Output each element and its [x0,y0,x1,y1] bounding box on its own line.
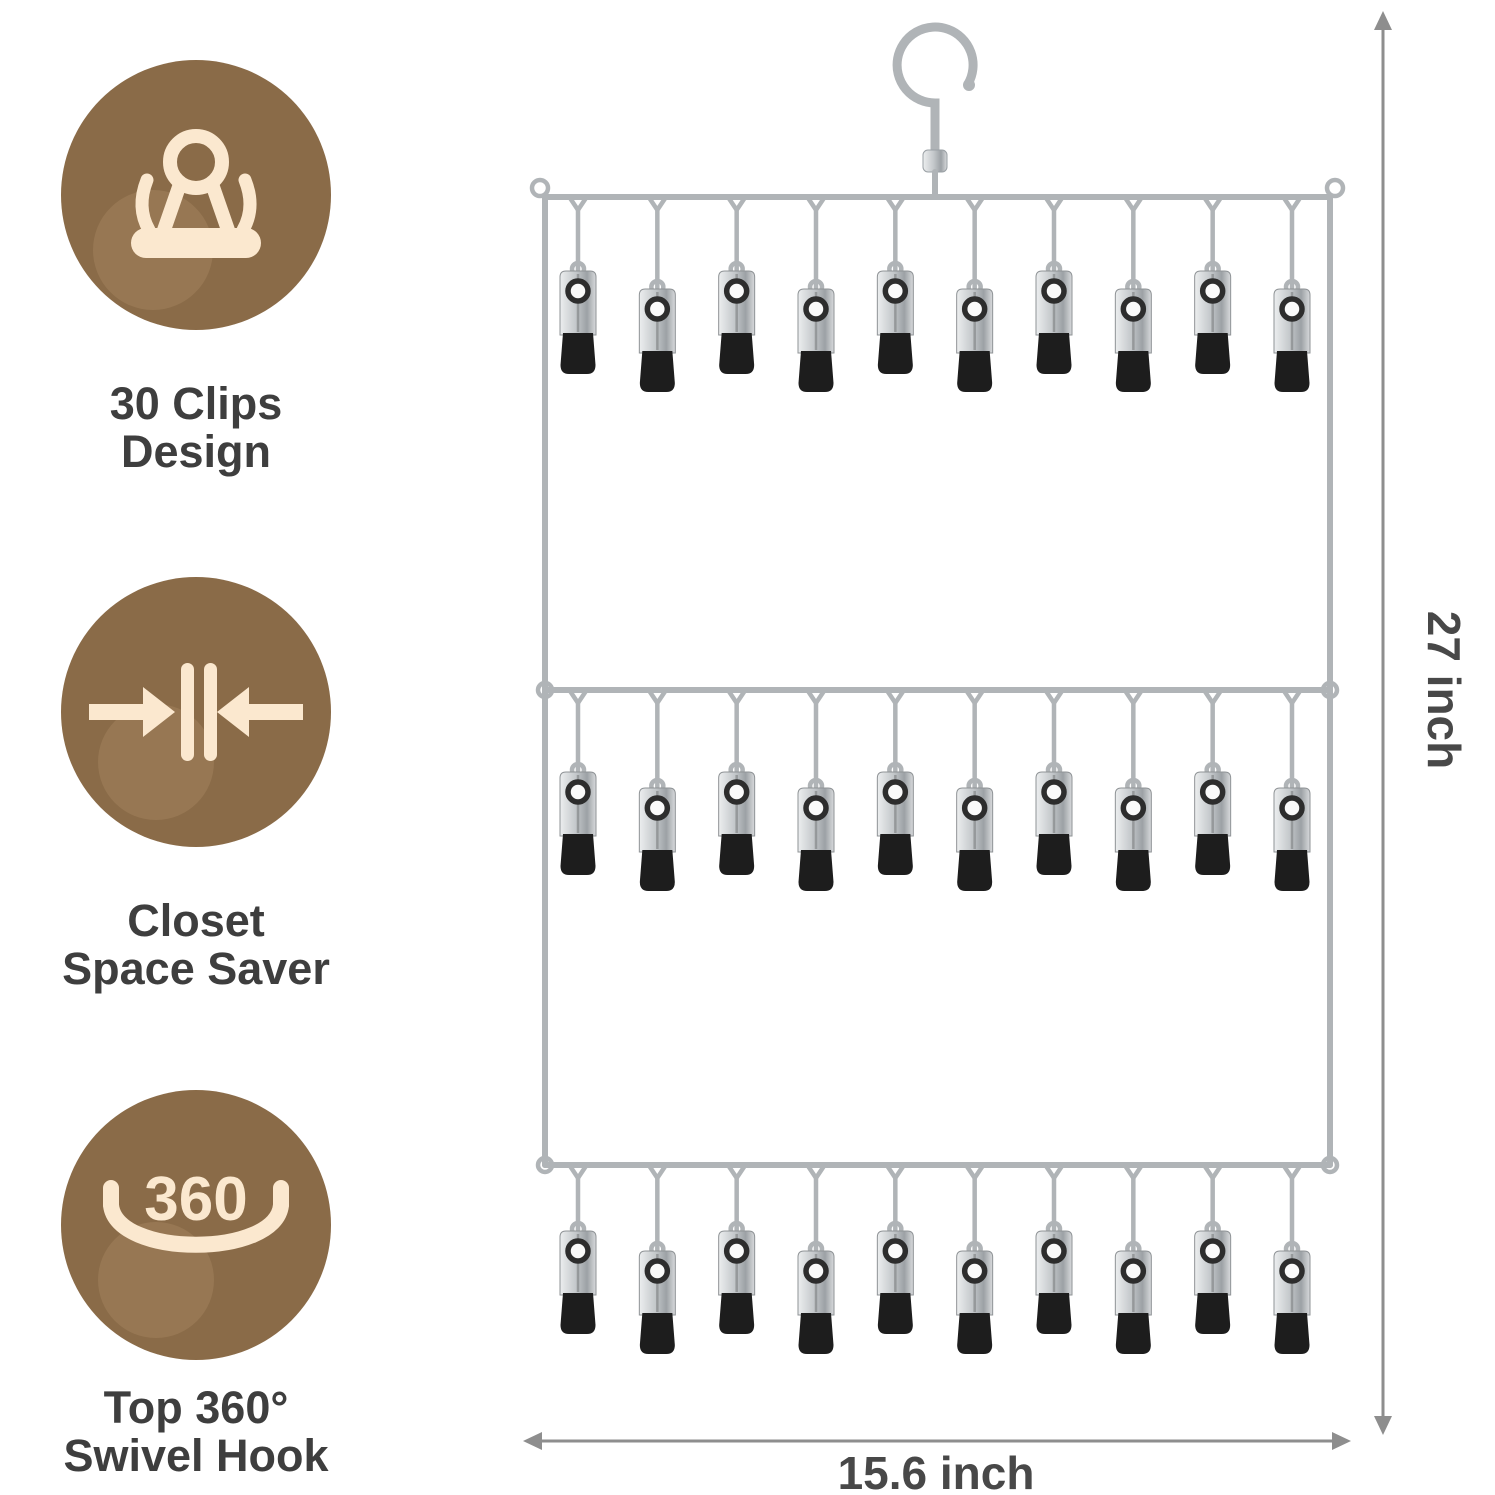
clip-body [797,777,835,891]
clip [956,195,994,392]
swivel-360-icon-text: 360 [144,1165,247,1234]
clip-body [718,1220,756,1334]
clip [1035,195,1073,374]
clip-body [718,260,756,374]
clip-body [797,278,835,392]
swivel-360-icon: 360 [103,1165,289,1253]
clip [956,1163,994,1354]
clip-body [1194,260,1232,374]
clip-body [638,777,676,891]
tier-2-clips [559,688,1311,891]
clip-body [1194,1220,1232,1334]
tier-1-left-loop [529,177,551,199]
tier-1-clips [559,195,1311,392]
clip [638,195,676,392]
clip-body [1273,777,1311,891]
clip-body [638,1240,676,1354]
clip [876,195,914,374]
swivel-hook-icon [892,22,978,200]
clip [1114,688,1152,891]
clip [718,195,756,374]
clip [797,195,835,392]
clip [1194,195,1232,374]
clip-body [1194,761,1232,875]
clip [797,688,835,891]
badge-space-saver: Closet Space Saver [59,577,333,993]
clip-body [956,278,994,392]
clip [1114,1163,1152,1354]
clip-body [876,1220,914,1334]
badge-label-line1: 30 Clips [109,378,283,429]
clip [1194,1163,1232,1334]
clip-body [559,761,597,875]
clip-body [1114,1240,1152,1354]
width-dimension-label: 15.6 inch [838,1447,1035,1495]
clip [1273,195,1311,392]
clip [718,688,756,875]
clip [797,1163,835,1354]
clip [559,1163,597,1334]
badge-label: 30 Clips Design [59,378,333,478]
arrow-up-icon [1374,11,1392,30]
badge-circle [61,577,331,847]
clip-body [876,260,914,374]
clip [1273,688,1311,891]
clip [638,688,676,891]
clip-body [1035,260,1073,374]
clip-body [1273,1240,1311,1354]
tier-3-left-loop [535,1155,555,1175]
clip [956,688,994,891]
clip-body [1114,278,1152,392]
swivel-collar [922,149,948,173]
clip-body [876,761,914,875]
clip-body [1273,278,1311,392]
clip-body [718,761,756,875]
badge-label-line2: Space Saver [62,943,330,995]
clip [559,688,597,875]
badge-label-line2: Design [120,426,272,478]
clip-body [1114,777,1152,891]
badge-30-clips: 30 Clips Design [59,60,333,476]
clip [1035,1163,1073,1334]
compress-arrows-icon [89,663,303,761]
badge-label: Closet Space Saver [59,895,333,995]
clip [1114,195,1152,392]
clip-body [1035,761,1073,875]
badge-swivel-hook: 360 Top 360° Swivel Hook [59,1090,333,1480]
height-dimension: 27 inch [1374,11,1470,1435]
clip [638,1163,676,1354]
clip-icon [131,129,261,258]
tier-1-right-loop [1324,177,1346,199]
arrow-down-icon [1374,1416,1392,1435]
clip-body [956,777,994,891]
clip [559,195,597,374]
width-dimension: 15.6 inch [523,1432,1351,1495]
clip-body [559,260,597,374]
badge-circle [61,60,331,330]
clip [1194,688,1232,875]
arrow-right-icon [1332,1432,1351,1450]
badge-label: Top 360° Swivel Hook [59,1382,333,1482]
clip [876,688,914,875]
badge-label-line1: Top 360° [103,1382,289,1433]
hook-tip [963,79,975,91]
hanger-frame [529,177,1346,1175]
clip [1035,688,1073,875]
clip [1273,1163,1311,1354]
clip [876,1163,914,1334]
tier-3-clips [559,1163,1311,1354]
clip-body [797,1240,835,1354]
clip-body [956,1240,994,1354]
arrow-left-icon [523,1432,542,1450]
clip-body [638,278,676,392]
badge-circle: 360 [61,1090,331,1360]
clip [718,1163,756,1334]
height-dimension-label: 27 inch [1418,611,1470,770]
badge-label-line2: Swivel Hook [63,1430,329,1482]
clip-body [559,1220,597,1334]
tier-3-right-loop [1320,1155,1340,1175]
clip-body [1035,1220,1073,1334]
badge-label-line1: Closet [127,895,265,946]
